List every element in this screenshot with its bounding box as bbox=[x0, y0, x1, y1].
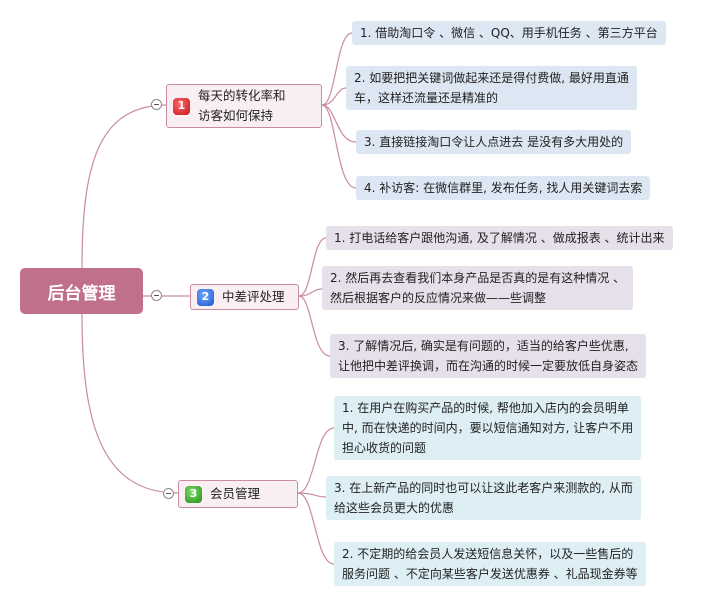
leaf-3-1-line-1: 1. 在用户在购买产品的时候, 帮他加入店内的会员明单 bbox=[342, 401, 629, 415]
link-b1-leaf2 bbox=[321, 87, 347, 106]
link-root-branch-1 bbox=[81, 104, 167, 269]
branch-topic-1-line-2: 访客如何保持 bbox=[198, 108, 274, 123]
link-b3-leaf3 bbox=[297, 492, 335, 565]
leaf-1-3[interactable]: 3. 直接链接淘口令让人点进去 是没有多大用处的 bbox=[356, 130, 632, 154]
collapse-toggle-branch-2[interactable] bbox=[151, 290, 162, 301]
link-b2-leaf1 bbox=[298, 237, 327, 297]
leaf-3-2-line-1: 3. 在上新产品的同时也可以让这此老客户来测款的, 从而 bbox=[334, 481, 633, 495]
branch-topic-3[interactable]: 3 会员管理 bbox=[178, 480, 298, 508]
leaf-1-2[interactable]: 2. 如要把把关键词做起来还是得付费做, 最好用直通 车，这样还流量还是精准的 bbox=[346, 66, 637, 110]
link-b1-leaf4 bbox=[321, 104, 357, 189]
branch-topic-3-label: 会员管理 bbox=[210, 486, 261, 501]
link-root-branch-3 bbox=[81, 313, 179, 494]
collapse-toggle-branch-1[interactable] bbox=[151, 99, 162, 110]
priority-3-icon: 3 bbox=[185, 485, 202, 503]
leaf-3-3-line-1: 2. 不定期的给会员人发送短信息关怀，以及一些售后的 bbox=[342, 547, 634, 561]
branch-topic-1[interactable]: 1 每天的转化率和 访客如何保持 bbox=[166, 84, 322, 128]
leaf-2-1[interactable]: 1. 打电话给客户跟他沟通, 及了解情况 、做成报表 、统计出来 bbox=[326, 226, 673, 250]
link-b3-leaf1 bbox=[297, 427, 335, 494]
leaf-3-2[interactable]: 3. 在上新产品的同时也可以让这此老客户来测款的, 从而 给这些会员更大的优惠 bbox=[326, 476, 641, 520]
leaf-3-3[interactable]: 2. 不定期的给会员人发送短信息关怀，以及一些售后的 服务问题 、不定向某些客户… bbox=[334, 542, 646, 586]
leaf-3-2-line-2: 给这些会员更大的优惠 bbox=[334, 501, 455, 515]
leaf-1-2-line-1: 2. 如要把把关键词做起来还是得付费做, 最好用直通 bbox=[354, 71, 629, 85]
root-topic[interactable]: 后台管理 bbox=[20, 268, 143, 314]
leaf-2-1-line-1: 1. 打电话给客户跟他沟通, 及了解情况 、做成报表 、统计出来 bbox=[334, 231, 665, 245]
leaf-1-2-line-2: 车，这样还流量还是精准的 bbox=[354, 91, 499, 105]
link-b3-leaf2 bbox=[297, 492, 327, 498]
branch-topic-1-line-1: 每天的转化率和 bbox=[198, 88, 286, 103]
leaf-3-1-line-2: 中, 而在快递的时间内，要以短信通知对方, 让客户不用 bbox=[342, 421, 634, 435]
leaf-2-2-line-2: 然后根据客户的反应情况来做——些调整 bbox=[330, 291, 547, 305]
collapse-toggle-branch-3[interactable] bbox=[163, 488, 174, 499]
root-topic-label: 后台管理 bbox=[47, 283, 116, 304]
leaf-2-3[interactable]: 3. 了解情况后, 确实是有问题的，适当的给客户些优惠, 让他把中差评换调，而在… bbox=[330, 334, 647, 378]
leaf-1-3-line-1: 3. 直接链接淘口令让人点进去 是没有多大用处的 bbox=[364, 135, 624, 149]
leaf-1-1-line-1: 1. 借助淘口令 、微信 、QQ、用手机任务 、第三方平台 bbox=[360, 26, 658, 40]
priority-2-icon: 2 bbox=[197, 288, 214, 306]
branch-topic-2[interactable]: 2 中差评处理 bbox=[190, 284, 299, 310]
branch-topic-2-label: 中差评处理 bbox=[222, 289, 285, 304]
leaf-2-3-line-2: 让他把中差评换调，而在沟通的时候一定要放低自身姿态 bbox=[338, 359, 639, 373]
leaf-2-3-line-1: 3. 了解情况后, 确实是有问题的，适当的给客户些优惠, bbox=[338, 339, 629, 353]
leaf-1-4[interactable]: 4. 补访客: 在微信群里, 发布任务, 找人用关键词去索 bbox=[356, 176, 651, 200]
leaf-3-3-line-2: 服务问题 、不定向某些客户发送优惠券 、礼品现金券等 bbox=[342, 567, 638, 581]
leaf-2-2[interactable]: 2. 然后再去查看我们本身产品是否真的是有这种情况 、 然后根据客户的反应情况来… bbox=[322, 266, 634, 310]
leaf-2-2-line-1: 2. 然后再去查看我们本身产品是否真的是有这种情况 、 bbox=[330, 271, 626, 285]
leaf-3-1-line-3: 担心收货的问题 bbox=[342, 441, 427, 455]
leaf-1-1[interactable]: 1. 借助淘口令 、微信 、QQ、用手机任务 、第三方平台 bbox=[352, 21, 666, 45]
leaf-3-1[interactable]: 1. 在用户在购买产品的时候, 帮他加入店内的会员明单 中, 而在快递的时间内，… bbox=[334, 396, 642, 460]
leaf-1-4-line-1: 4. 补访客: 在微信群里, 发布任务, 找人用关键词去索 bbox=[364, 181, 643, 195]
priority-1-icon: 1 bbox=[173, 97, 190, 115]
link-b2-leaf3 bbox=[298, 295, 331, 357]
link-b2-leaf2 bbox=[298, 288, 323, 297]
link-b1-leaf1 bbox=[321, 32, 353, 106]
link-b1-leaf3 bbox=[321, 104, 357, 143]
